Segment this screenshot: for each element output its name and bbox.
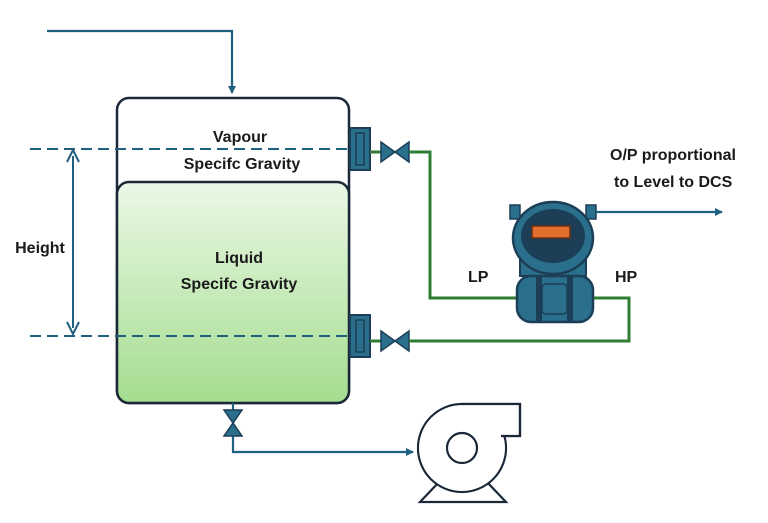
output-label-line2: to Level to DCS bbox=[614, 174, 733, 191]
lp-label: LP bbox=[468, 269, 489, 286]
hp-impulse-line bbox=[409, 296, 631, 343]
lower-nozzle bbox=[349, 314, 371, 358]
lp-impulse-line bbox=[409, 150, 517, 300]
upper-isolation-valve bbox=[370, 140, 410, 164]
bottom-drain-valve bbox=[222, 403, 244, 437]
liquid-label: Liquid bbox=[215, 250, 263, 267]
upper-nozzle bbox=[349, 127, 371, 171]
liquid-specific-gravity-label: Specifc Gravity bbox=[181, 276, 298, 293]
output-label-line1: O/P proportional bbox=[610, 147, 736, 164]
lower-isolation-valve bbox=[370, 329, 410, 353]
pump-suction-line bbox=[231, 436, 414, 456]
vapour-specific-gravity-label: Specifc Gravity bbox=[184, 156, 301, 173]
height-dimension-arrow bbox=[66, 147, 80, 337]
hp-label: HP bbox=[615, 269, 638, 286]
transmitter-display bbox=[531, 225, 571, 239]
height-label: Height bbox=[15, 240, 65, 257]
vapour-label: Vapour bbox=[213, 129, 267, 146]
centrifugal-pump-icon bbox=[416, 402, 522, 504]
inlet-pipe bbox=[47, 29, 236, 94]
dp-transmitter bbox=[509, 200, 597, 324]
